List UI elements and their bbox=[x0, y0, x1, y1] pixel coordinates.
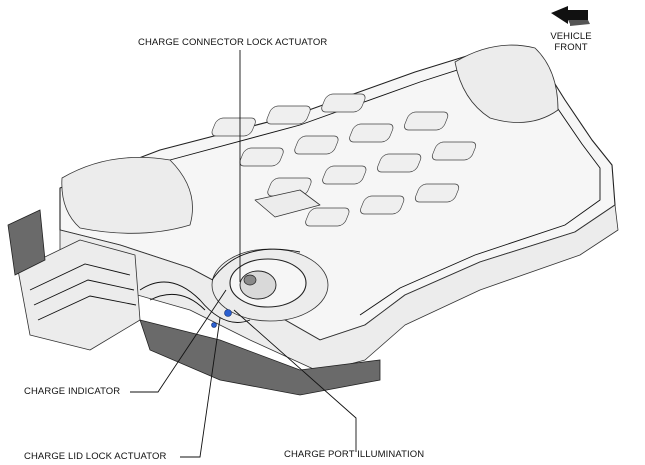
leader-charge-indicator bbox=[130, 289, 227, 393]
label-charge-port-illumination: CHARGE PORT ILLUMINATION bbox=[284, 449, 425, 460]
rear-cover bbox=[454, 44, 559, 123]
tray-rim bbox=[74, 65, 601, 316]
charge-lid-lock-part bbox=[211, 322, 217, 328]
leader-port-illumination bbox=[233, 309, 357, 452]
tray-pads bbox=[211, 93, 477, 227]
center-connector-box bbox=[254, 189, 321, 218]
leader-lid-lock bbox=[180, 317, 221, 458]
leader-lines bbox=[130, 50, 357, 458]
left-bracket bbox=[7, 209, 46, 276]
label-charge-lid-lock-actuator: CHARGE LID LOCK ACTUATOR bbox=[24, 451, 167, 462]
label-vehicle-front: VEHICLE FRONT bbox=[550, 31, 592, 53]
lower-frame bbox=[139, 319, 381, 396]
front-arrow-icon bbox=[551, 6, 590, 26]
charge-indicator-light bbox=[224, 309, 232, 317]
vehicle-front-line2: FRONT bbox=[554, 42, 588, 53]
label-charge-connector-lock-actuator: CHARGE CONNECTOR LOCK ACTUATOR bbox=[138, 37, 328, 48]
vehicle-front-line1: VEHICLE bbox=[550, 31, 592, 42]
left-module-cover bbox=[61, 156, 193, 234]
charge-port-assembly bbox=[211, 248, 329, 322]
label-charge-indicator: CHARGE INDICATOR bbox=[24, 386, 121, 397]
wire-harness bbox=[139, 281, 251, 323]
